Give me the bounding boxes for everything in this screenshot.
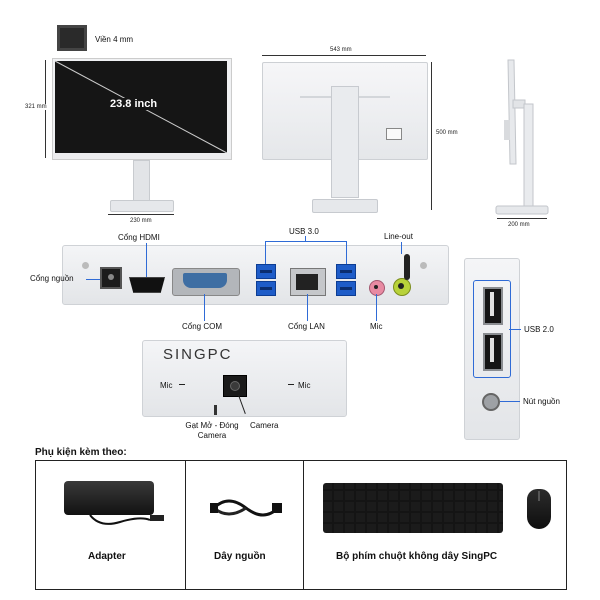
line-out-label: Line-out [384, 232, 413, 241]
front-base-width-dim: 230 mm [130, 218, 152, 224]
rear-io-panel [62, 245, 449, 305]
power-port-label: Cổng nguồn [30, 274, 74, 283]
power-button-label: Nút nguồn [523, 397, 560, 406]
power-cord-label: Dây nguồn [214, 551, 266, 562]
usb3-label: USB 3.0 [289, 227, 319, 236]
adapter-cable [89, 514, 151, 525]
power-button [482, 393, 500, 411]
adapter-label: Adapter [88, 551, 126, 562]
back-stand [331, 86, 359, 198]
keyboard-mouse-label: Bộ phím chuột không dây SingPC [336, 551, 498, 562]
com-label: Cổng COM [182, 322, 223, 331]
usb2-label: USB 2.0 [524, 325, 554, 334]
accessories-title: Phụ kiện kèm theo: [35, 447, 127, 458]
bezel-label: Viền 4 mm [95, 35, 134, 44]
usb3-port-2 [256, 281, 276, 296]
camera-shutter-slider [214, 405, 217, 415]
usb3-port-4 [336, 281, 356, 296]
front-base [110, 200, 174, 212]
adapter-image [64, 481, 154, 515]
front-chin [52, 153, 232, 160]
back-base [312, 199, 378, 213]
camera-shutter-label: Gạt Mở - Đóng Camera [185, 421, 239, 440]
camera-mic-left-label: Mic [160, 381, 173, 390]
bezel-swatch [57, 25, 87, 51]
power-cord-image [210, 499, 282, 517]
screen-size-label: 23.8 inch [108, 98, 160, 110]
hdmi-label: Cổng HDMI [118, 233, 160, 242]
usb3-port-1 [256, 264, 276, 279]
back-width-dim: 543 mm [330, 47, 352, 53]
usb3-port-3 [336, 264, 356, 279]
front-height-dim: 321 mm [25, 104, 47, 110]
back-label-sticker [386, 128, 402, 140]
camera-brand: SINGPC [163, 346, 233, 363]
front-stand [133, 160, 150, 202]
mic-jack-label: Mic [370, 322, 383, 331]
side-base-depth-dim: 200 mm [508, 222, 530, 228]
lan-label: Cổng LAN [288, 322, 325, 331]
side-monitor [495, 59, 549, 215]
back-height-dim: 500 mm [436, 130, 458, 136]
hdmi-port [129, 277, 165, 293]
audio-cable [404, 254, 410, 280]
accessory-box-power-cord [185, 460, 305, 590]
keyboard-image [323, 483, 503, 533]
camera-mic-right-label: Mic [298, 381, 311, 390]
camera-label: Camera [250, 421, 279, 430]
